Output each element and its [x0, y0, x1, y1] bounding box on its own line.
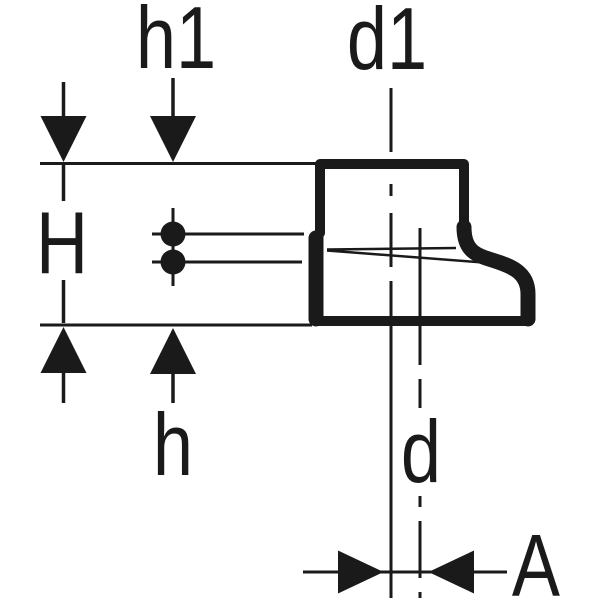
label-h1: h1 [135, 0, 217, 87]
fitting-outline [308, 159, 536, 327]
arrow-left-icon [428, 550, 474, 594]
fitting-s-curve [456, 219, 536, 327]
dimension-h1 [150, 78, 196, 162]
label-d1: d1 [346, 0, 428, 88]
arrow-up-icon [40, 327, 87, 373]
indicator-dot-lower [160, 249, 186, 275]
label-A: A [511, 516, 561, 600]
arrow-down-icon [40, 116, 87, 162]
label-H: H [35, 193, 89, 292]
label-d: d [394, 408, 448, 496]
arrow-up-icon [150, 328, 196, 374]
dimension-H [40, 82, 87, 403]
label-h: h [152, 395, 194, 494]
dimension-A [303, 550, 507, 594]
arrow-down-icon [150, 116, 196, 162]
indicator-dot-upper [160, 221, 186, 247]
arrow-right-icon [338, 550, 384, 594]
weld-indicator-dots [152, 208, 304, 286]
dimension-h [150, 328, 196, 403]
